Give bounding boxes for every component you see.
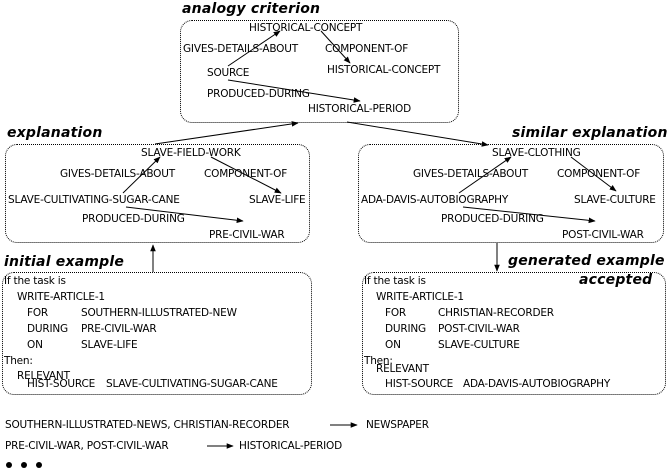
initial-example-heading: initial example <box>4 254 125 270</box>
relation-produced-during: PRODUCED-DURING <box>82 213 185 225</box>
rule-then: Then: <box>364 355 393 367</box>
analogy-criterion-heading: analogy criterion <box>182 1 321 17</box>
rule-for-value: SOUTHERN-ILLUSTRATED-NEW <box>81 307 237 319</box>
rule-hist-key: HIST-SOURCE <box>385 378 454 390</box>
similar-explanation-heading: similar explanation <box>512 125 668 141</box>
rule-task: WRITE-ARTICLE-1 <box>17 291 105 303</box>
node-top: SLAVE-FIELD-WORK <box>141 147 241 159</box>
rule-hist-value: ADA-DAVIS-AUTOBIOGRAPHY <box>463 378 611 390</box>
relation-component-of: COMPONENT-OF <box>325 43 409 55</box>
relation-gives-details: GIVES-DETAILS-ABOUT <box>413 168 528 180</box>
node-period: POST-CIVIL-WAR <box>562 229 644 241</box>
rule-on-key: ON <box>27 339 43 351</box>
relation-produced-during: PRODUCED-DURING <box>441 213 544 225</box>
rule-relevant: RELEVANT <box>17 370 70 382</box>
analogy-criterion-box <box>180 20 459 123</box>
node-period: PRE-CIVIL-WAR <box>209 229 285 241</box>
rule-for-value: CHRISTIAN-RECORDER <box>438 307 554 319</box>
legend-row-newspaper-class: NEWSPAPER <box>366 419 429 431</box>
rule-during-key: DURING <box>27 323 68 335</box>
generated-example-heading: generated example <box>508 253 665 269</box>
explanation-box <box>5 144 310 243</box>
rule-relevant: RELEVANT <box>376 363 429 375</box>
node-source: SOURCE <box>207 67 250 79</box>
node-concept: SLAVE-LIFE <box>249 194 306 206</box>
node-concept: SLAVE-CULTURE <box>574 194 656 206</box>
node-source: ADA-DAVIS-AUTOBIOGRAPHY <box>361 194 509 206</box>
rule-then: Then: <box>4 355 33 367</box>
rule-if: If the task is <box>4 275 66 287</box>
rule-for-key: FOR <box>385 307 406 319</box>
arrow-analogy-to-similar <box>346 121 489 147</box>
rule-during-value: PRE-CIVIL-WAR <box>81 323 157 335</box>
relation-component-of: COMPONENT-OF <box>204 168 288 180</box>
rule-task: WRITE-ARTICLE-1 <box>376 291 464 303</box>
relation-component-of: COMPONENT-OF <box>557 168 641 180</box>
explanation-heading: explanation <box>7 125 103 141</box>
node-period: HISTORICAL-PERIOD <box>308 103 412 115</box>
accepted-status: accepted <box>579 272 653 288</box>
rule-during-value: POST-CIVIL-WAR <box>438 323 520 335</box>
initial-example-box <box>2 272 312 395</box>
legend-row-period-class: HISTORICAL-PERIOD <box>239 440 343 452</box>
rule-on-key: ON <box>385 339 401 351</box>
rule-on-value: SLAVE-CULTURE <box>438 339 520 351</box>
relation-produced-during: PRODUCED-DURING <box>207 88 310 100</box>
relation-gives-details: GIVES-DETAILS-ABOUT <box>60 168 175 180</box>
ellipsis-dot-icon <box>36 462 42 468</box>
node-source: SLAVE-CULTIVATING-SUGAR-CANE <box>8 194 180 206</box>
legend-row-period-instances: PRE-CIVIL-WAR, POST-CIVIL-WAR <box>5 440 169 452</box>
rule-on-value: SLAVE-LIFE <box>81 339 138 351</box>
rule-hist-key: HIST-SOURCE <box>27 378 96 390</box>
node-top: SLAVE-CLOTHING <box>492 147 581 159</box>
ellipsis-dot-icon <box>6 462 12 468</box>
rule-hist-value: SLAVE-CULTIVATING-SUGAR-CANE <box>106 378 278 390</box>
rule-if: If the task is <box>364 275 426 287</box>
ellipsis-dot-icon <box>21 462 27 468</box>
node-concept: HISTORICAL-CONCEPT <box>327 64 441 76</box>
rule-during-key: DURING <box>385 323 426 335</box>
rule-for-key: FOR <box>27 307 48 319</box>
generated-example-box <box>362 272 666 395</box>
node-top: HISTORICAL-CONCEPT <box>249 22 363 34</box>
arrow-explanation-to-analogy <box>154 121 299 145</box>
legend-row-newspaper-instances: SOUTHERN-ILLUSTRATED-NEWS, CHRISTIAN-REC… <box>5 419 290 431</box>
similar-explanation-box <box>358 144 664 243</box>
relation-gives-details: GIVES-DETAILS-ABOUT <box>183 43 298 55</box>
